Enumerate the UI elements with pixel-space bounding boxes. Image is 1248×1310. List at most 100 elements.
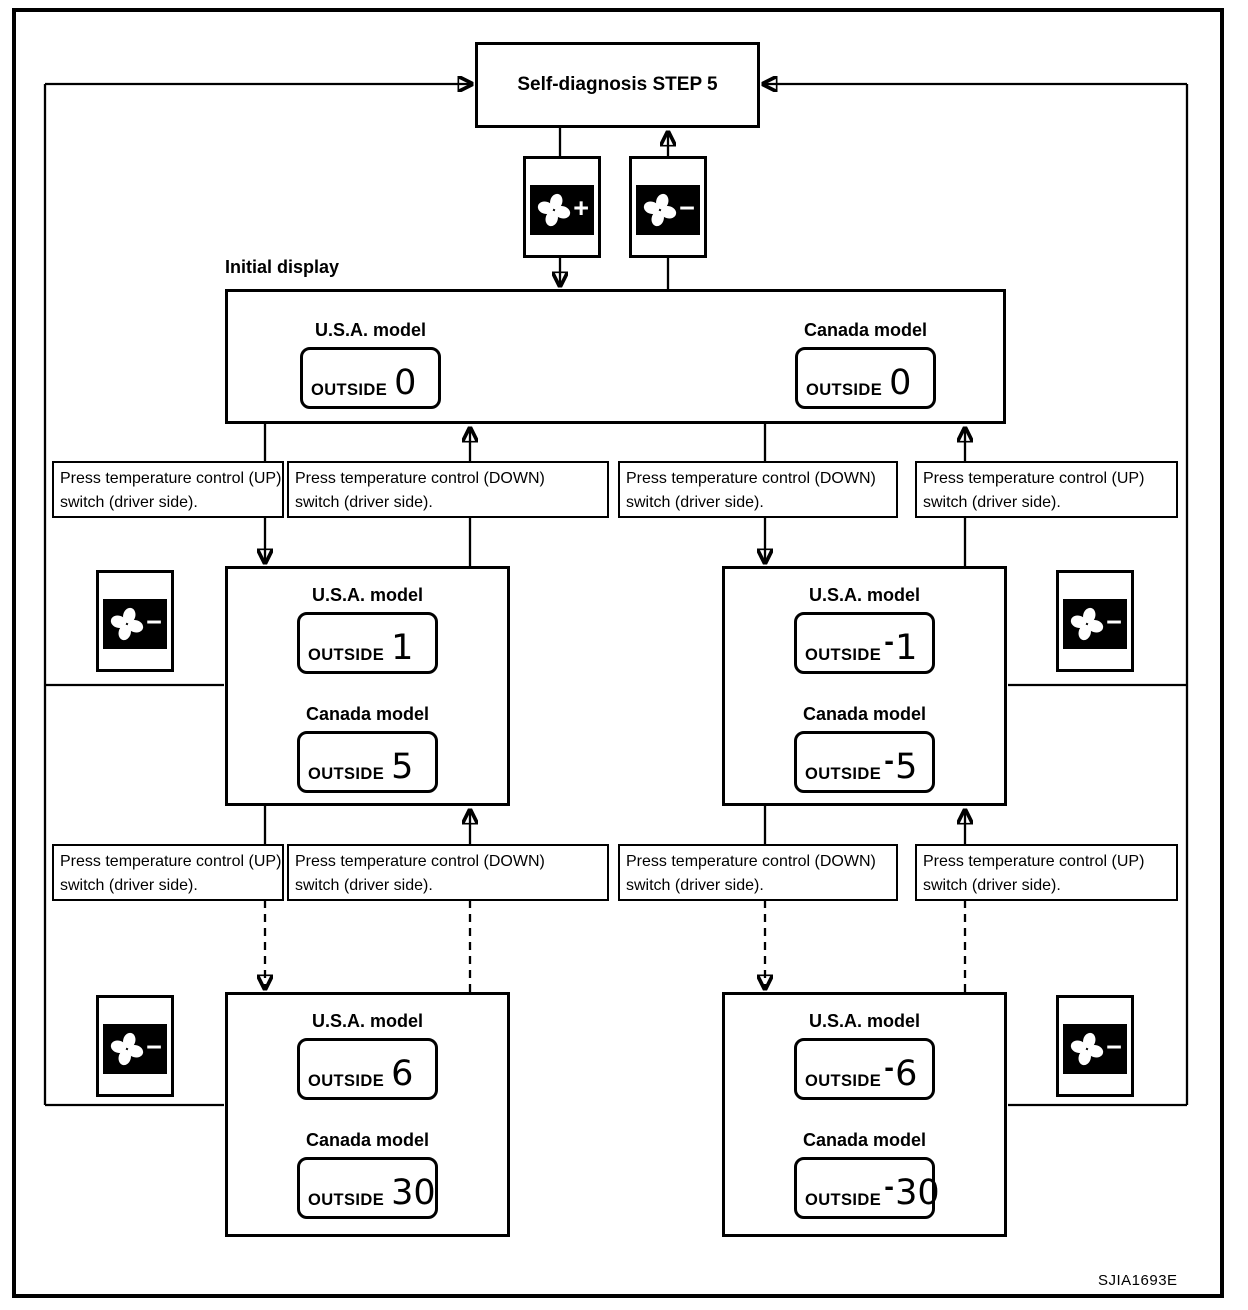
fan-down-button: − [1056, 570, 1134, 672]
outside-display: OUTSIDE -6 [794, 1038, 935, 1100]
outside-display: OUTSIDE 0 [795, 347, 936, 409]
outside-label: OUTSIDE [805, 645, 882, 664]
fan-icon [1070, 1032, 1104, 1066]
press-up-label-box: Press temperature control (UP) switch (d… [52, 844, 284, 901]
state-box-plus1: U.S.A. model OUTSIDE 1 Canada model OUTS… [225, 566, 510, 806]
outside-label: OUTSIDE [311, 380, 388, 399]
fan-up-button: + [523, 156, 601, 258]
press-label-line2: switch (driver side). [626, 494, 764, 511]
fan-down-button: − [96, 995, 174, 1097]
minus-sign: − [146, 606, 162, 637]
outside-value: -5 [884, 747, 918, 787]
self-diagnosis-box: Self-diagnosis STEP 5 [475, 42, 760, 128]
canada-model-label: Canada model [802, 1130, 927, 1150]
state-box-max-minus: U.S.A. model OUTSIDE -6 Canada model OUT… [722, 992, 1007, 1237]
self-diagnosis-title: Self-diagnosis STEP 5 [517, 74, 718, 95]
press-label-line2: switch (driver side). [60, 494, 198, 511]
press-up-label-box: Press temperature control (UP) switch (d… [52, 461, 284, 518]
initial-display-box: U.S.A. model OUTSIDE 0 Canada model OUTS… [225, 289, 1006, 424]
press-down-label-box: Press temperature control (DOWN) switch … [287, 844, 609, 901]
outside-label: OUTSIDE [806, 380, 883, 399]
fan-button-screen: − [1063, 1024, 1127, 1074]
press-down-label-box: Press temperature control (DOWN) switch … [618, 461, 898, 518]
outside-display: OUTSIDE 0 [300, 347, 441, 409]
outside-label: OUTSIDE [308, 1190, 385, 1209]
press-up-label-box: Press temperature control (UP) switch (d… [915, 844, 1178, 901]
fan-button-screen: − [103, 1024, 167, 1074]
outside-value: -1 [884, 628, 918, 668]
outside-display: OUTSIDE 5 [297, 731, 438, 793]
fan-button-screen: − [103, 599, 167, 649]
press-label-line1: Press temperature control (DOWN) [295, 853, 545, 870]
press-label-line1: Press temperature control (DOWN) [626, 853, 876, 870]
initial-canada-group: Canada model OUTSIDE 0 [795, 320, 936, 409]
minus-sign: − [1106, 1031, 1122, 1062]
press-label-line2: switch (driver side). [60, 877, 198, 894]
press-label-line1: Press temperature control (DOWN) [626, 470, 876, 487]
outside-label: OUTSIDE [308, 764, 385, 783]
canada-model-label: Canada model [305, 704, 430, 724]
outside-display: OUTSIDE -5 [794, 731, 935, 793]
press-label-line1: Press temperature control (UP) [923, 853, 1145, 870]
minus-sign: − [146, 1031, 162, 1062]
usa-model-label: U.S.A. model [311, 585, 423, 605]
press-label-line2: switch (driver side). [295, 877, 433, 894]
press-down-label-box: Press temperature control (DOWN) switch … [618, 844, 898, 901]
plus-sign: + [573, 192, 589, 223]
usa-model-label: U.S.A. model [808, 585, 920, 605]
outside-value: 0 [394, 363, 417, 404]
outside-display: OUTSIDE 1 [297, 612, 438, 674]
outside-label: OUTSIDE [308, 1071, 385, 1090]
fan-icon [537, 193, 571, 227]
outside-value: 1 [391, 628, 414, 669]
fan-icon [643, 193, 677, 227]
outside-label: OUTSIDE [805, 1190, 882, 1209]
usa-model-label: U.S.A. model [311, 1011, 423, 1031]
outside-display: OUTSIDE -30 [794, 1157, 940, 1219]
press-label-line2: switch (driver side). [295, 494, 433, 511]
fan-button-screen: − [636, 185, 700, 235]
outside-label: OUTSIDE [805, 1071, 882, 1090]
fan-icon [1070, 607, 1104, 641]
state-box-max-plus: U.S.A. model OUTSIDE 6 Canada model OUTS… [225, 992, 510, 1237]
fan-button-screen: − [1063, 599, 1127, 649]
press-down-label-box: Press temperature control (DOWN) switch … [287, 461, 609, 518]
usa-model-label: U.S.A. model [314, 320, 426, 340]
diagram-border [12, 8, 1224, 1298]
outside-display: OUTSIDE -1 [794, 612, 935, 674]
press-label-line1: Press temperature control (UP) [923, 470, 1145, 487]
outside-label: OUTSIDE [308, 645, 385, 664]
outside-display: OUTSIDE 30 [297, 1157, 438, 1219]
press-label-line2: switch (driver side). [923, 877, 1061, 894]
figure-code: SJIA1693E [1098, 1272, 1178, 1289]
fan-icon [110, 1032, 144, 1066]
outside-label: OUTSIDE [805, 764, 882, 783]
fan-icon [110, 607, 144, 641]
outside-value: 6 [391, 1054, 414, 1095]
press-label-line2: switch (driver side). [626, 877, 764, 894]
press-label-line1: Press temperature control (UP) [60, 470, 282, 487]
initial-display-label: Initial display [225, 257, 340, 277]
fan-down-button: − [629, 156, 707, 258]
outside-display: OUTSIDE 6 [297, 1038, 438, 1100]
outside-value: -6 [884, 1054, 918, 1094]
outside-value: 5 [391, 747, 414, 788]
canada-model-label: Canada model [803, 320, 928, 340]
fan-down-button: − [96, 570, 174, 672]
press-label-line1: Press temperature control (UP) [60, 853, 282, 870]
outside-value: -30 [884, 1173, 940, 1213]
outside-value: 30 [391, 1173, 436, 1214]
initial-usa-group: U.S.A. model OUTSIDE 0 [300, 320, 441, 409]
canada-model-label: Canada model [305, 1130, 430, 1150]
state-box-minus1: U.S.A. model OUTSIDE -1 Canada model OUT… [722, 566, 1007, 806]
usa-model-label: U.S.A. model [808, 1011, 920, 1031]
press-label-line1: Press temperature control (DOWN) [295, 470, 545, 487]
fan-button-screen: + [530, 185, 594, 235]
outside-value: 0 [889, 363, 912, 404]
press-label-line2: switch (driver side). [923, 494, 1061, 511]
press-up-label-box: Press temperature control (UP) switch (d… [915, 461, 1178, 518]
minus-sign: − [1106, 606, 1122, 637]
canada-model-label: Canada model [802, 704, 927, 724]
minus-sign: − [679, 192, 695, 223]
